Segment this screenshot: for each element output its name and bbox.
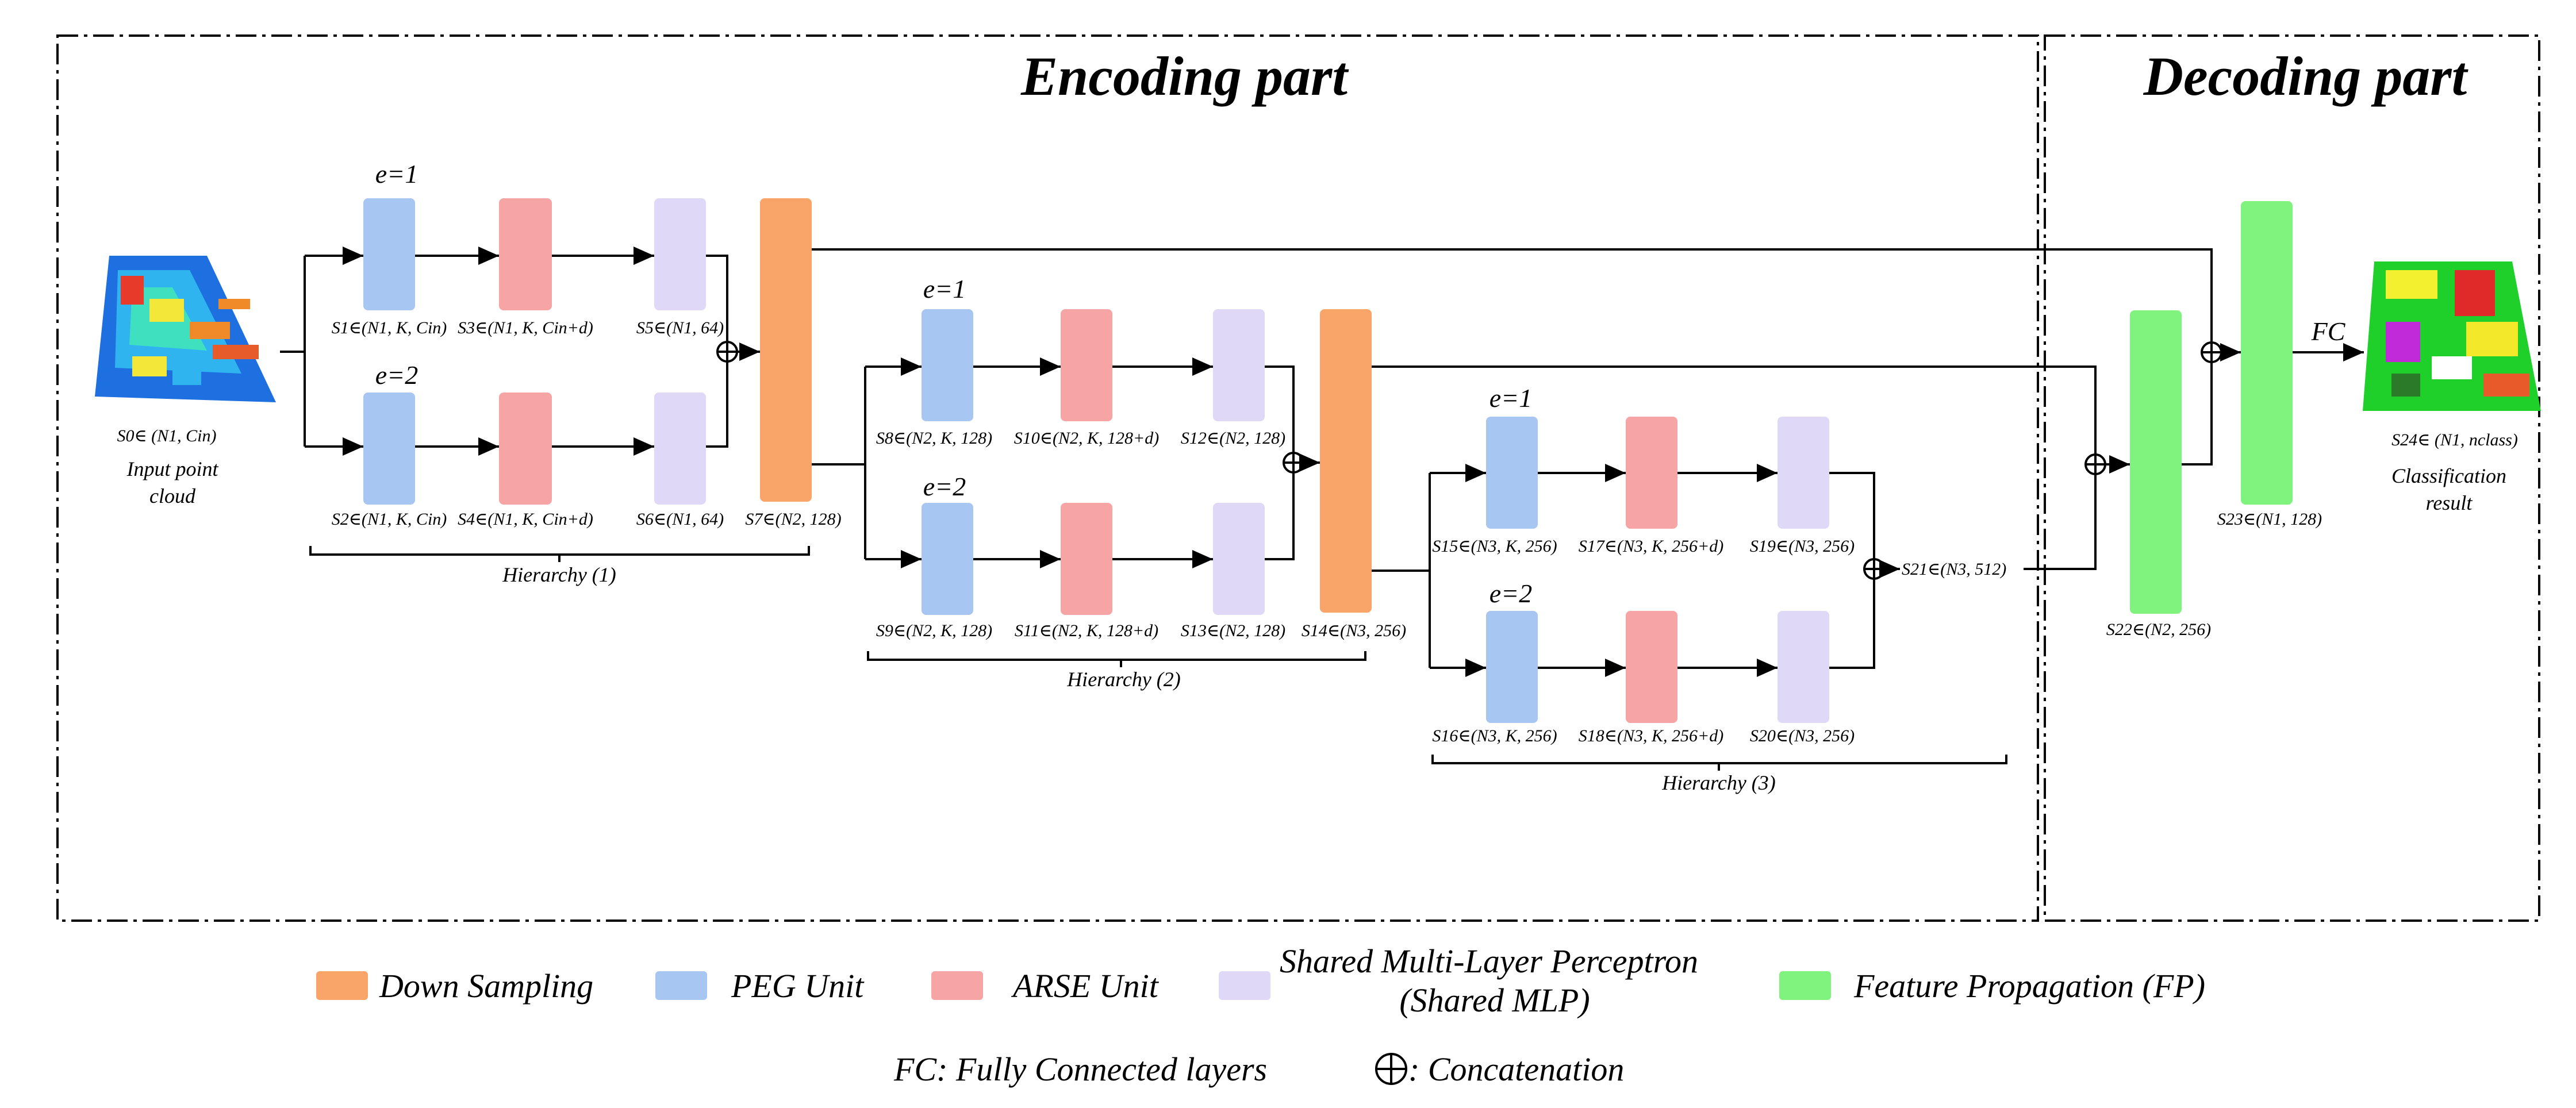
- output-result-image: [2363, 261, 2541, 411]
- peg-label: S16∈(N3, K, 256): [1432, 726, 1557, 745]
- concat-symbol: [1863, 558, 1885, 580]
- mlp-label: S5∈(N1, 64): [636, 318, 724, 337]
- legend-swatch-mlp: [1219, 971, 1270, 1000]
- legend-swatch-down-sampling: [316, 971, 368, 1000]
- peg-unit: [922, 503, 973, 615]
- dilation-label: e=1: [1489, 383, 1532, 413]
- hierarchy-title: Hierarchy (3): [1661, 771, 1776, 794]
- down-sampling-block: [1320, 309, 1372, 613]
- arse-unit: [1626, 417, 1677, 529]
- peg-label: S15∈(N3, K, 256): [1432, 537, 1557, 556]
- output-caption-2: result: [2426, 491, 2473, 514]
- mlp-label: S19∈(N3, 256): [1750, 537, 1855, 556]
- concat-symbol: [1283, 452, 1304, 474]
- arse-label: S4∈(N1, K, Cin+d): [458, 510, 593, 529]
- decoding-title: Decoding part: [2143, 45, 2469, 107]
- legend-swatch-arse: [931, 971, 983, 1000]
- legend-fc: FC: Fully Connected layers: [893, 1051, 1267, 1088]
- down-sampling-label: S7∈(N2, 128): [745, 510, 841, 529]
- feature-propagation-block: [2130, 310, 2182, 614]
- arse-unit: [1061, 309, 1112, 421]
- arse-unit: [499, 393, 552, 505]
- legend-swatch-peg: [655, 971, 707, 1000]
- hierarchy-2: e=1 e=2 S8∈(N2, K, 128) S10∈(N2, K, 128+…: [812, 274, 1406, 691]
- legend-label-mlp-2: (Shared MLP): [1399, 982, 1590, 1019]
- concat-symbol: [716, 341, 738, 363]
- dilation-label: e=1: [375, 159, 418, 188]
- arse-label: S17∈(N3, K, 256+d): [1579, 537, 1723, 556]
- shared-mlp: [654, 393, 706, 505]
- shared-mlp: [654, 198, 706, 310]
- hierarchy-3: e=1 e=2 S15∈(N3, K, 256) S17∈(N3, K, 256…: [1372, 383, 2007, 794]
- peg-label: S1∈(N1, K, Cin): [332, 318, 447, 337]
- dilation-label: e=1: [923, 274, 966, 303]
- encoding-title: Encoding part: [1020, 45, 1349, 107]
- input-point-cloud-image: [95, 256, 276, 402]
- peg-unit: [363, 198, 415, 310]
- dilation-label: e=2: [375, 360, 418, 390]
- peg-label: S2∈(N1, K, Cin): [332, 510, 447, 529]
- hierarchy-title: Hierarchy (2): [1066, 668, 1181, 691]
- concat-symbol: [2201, 341, 2222, 363]
- peg-unit: [1486, 611, 1538, 723]
- decoding-frame: [2044, 34, 2540, 922]
- mlp-label: S20∈(N3, 256): [1750, 726, 1855, 745]
- down-sampling-label: S14∈(N3, 256): [1302, 621, 1406, 640]
- legend-label-down-sampling: Down Sampling: [379, 967, 593, 1005]
- input-label: S0∈ (N1, Cin): [117, 426, 216, 445]
- fp-label: S22∈(N2, 256): [2106, 620, 2211, 639]
- peg-unit: [922, 309, 973, 421]
- concat-output-label: S21∈(N3, 512): [1902, 560, 2006, 579]
- legend: Down Sampling PEG Unit ARSE Unit Shared …: [316, 942, 2205, 1088]
- concat-symbol: [2084, 453, 2106, 475]
- shared-mlp: [1213, 309, 1265, 421]
- shared-mlp: [1213, 503, 1265, 615]
- peg-unit: [363, 393, 415, 505]
- decoder: S22∈(N2, 256) S23∈(N1, 128) FC: [812, 201, 2364, 639]
- mlp-label: S13∈(N2, 128): [1181, 621, 1285, 640]
- input-caption-2: cloud: [149, 484, 196, 507]
- peg-label: S8∈(N2, K, 128): [876, 429, 992, 448]
- input-caption-1: Input point: [126, 457, 219, 480]
- arse-label: S10∈(N2, K, 128+d): [1014, 429, 1159, 448]
- arse-unit: [1061, 503, 1112, 615]
- peg-label: S9∈(N2, K, 128): [876, 621, 992, 640]
- legend-label-peg: PEG Unit: [731, 967, 865, 1005]
- legend-label-mlp-1: Shared Multi-Layer Perceptron: [1280, 942, 1698, 980]
- legend-concat: : Concatenation: [1408, 1051, 1624, 1088]
- arse-label: S3∈(N1, K, Cin+d): [458, 318, 593, 337]
- peg-unit: [1486, 417, 1538, 529]
- mlp-label: S6∈(N1, 64): [636, 510, 724, 529]
- feature-propagation-block: [2241, 201, 2293, 505]
- legend-label-arse: ARSE Unit: [1011, 967, 1160, 1005]
- legend-concat-symbol: [1375, 1053, 1407, 1085]
- down-sampling-block: [760, 198, 812, 502]
- shared-mlp: [1778, 417, 1829, 529]
- hierarchy-title: Hierarchy (1): [502, 563, 616, 586]
- mlp-label: S12∈(N2, 128): [1181, 429, 1285, 448]
- fc-label: FC: [2311, 317, 2346, 346]
- arse-unit: [499, 198, 552, 310]
- encoding-frame: [56, 34, 2039, 922]
- arse-label: S11∈(N2, K, 128+d): [1015, 621, 1158, 640]
- shared-mlp: [1778, 611, 1829, 723]
- fp-label: S23∈(N1, 128): [2217, 510, 2322, 529]
- output-label: S24∈ (N1, nclass): [2391, 430, 2518, 449]
- arse-unit: [1626, 611, 1677, 723]
- arse-label: S18∈(N3, K, 256+d): [1579, 726, 1723, 745]
- legend-label-fp: Feature Propagation (FP): [1853, 967, 2205, 1005]
- dilation-label: e=2: [923, 472, 966, 501]
- dilation-label: e=2: [1489, 579, 1532, 608]
- legend-swatch-fp: [1779, 971, 1831, 1000]
- output-caption-1: Classification: [2391, 464, 2506, 487]
- hierarchy-1: e=1 e=2 S1∈(N1, K, Cin) S3∈(N1, K, Cin+d…: [280, 159, 842, 586]
